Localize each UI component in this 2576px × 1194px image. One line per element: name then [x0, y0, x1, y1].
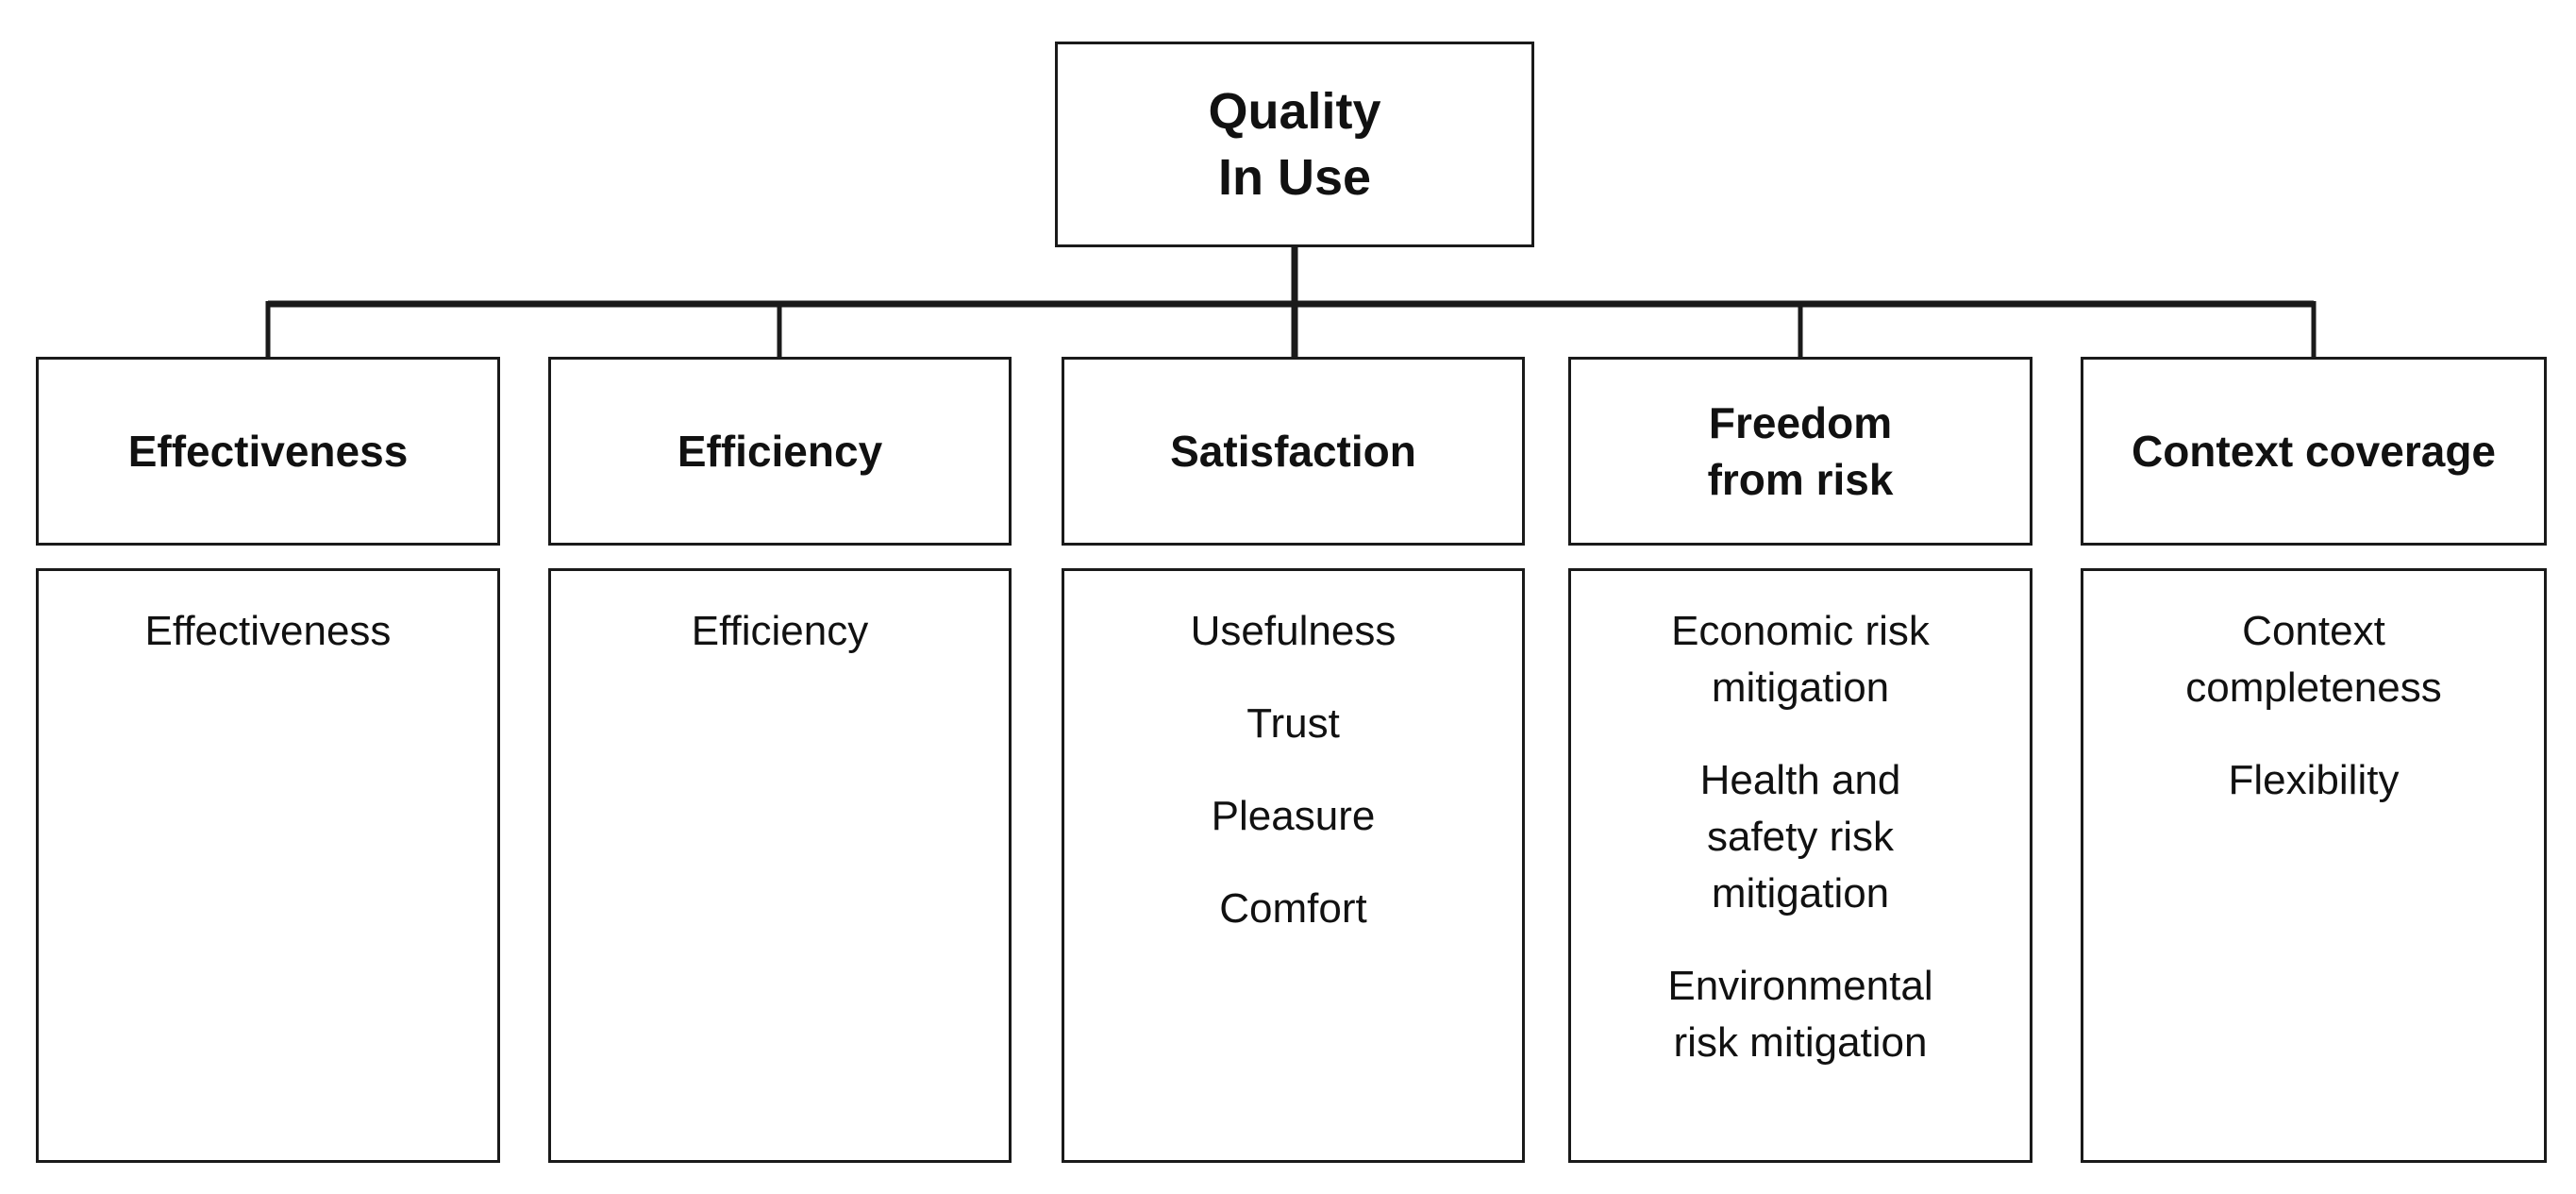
characteristic-box-satisfaction: Satisfaction	[1062, 357, 1525, 546]
characteristic-label: Satisfaction	[1170, 427, 1416, 476]
subcharacteristic-item: Effectiveness	[144, 608, 392, 654]
subcharacteristic-item: Economic risk mitigation	[1671, 608, 1930, 711]
quality-in-use-title: Quality In Use	[1208, 83, 1381, 206]
characteristic-box-freedom-from-risk: Freedom from risk	[1568, 357, 2032, 546]
characteristic-label: Context coverage	[2131, 427, 2496, 476]
characteristic-box-effectiveness: Effectiveness	[36, 357, 500, 546]
subcharacteristic-item: Environmental risk mitigation	[1667, 963, 1933, 1066]
subcharacteristic-item: Health and safety risk mitigation	[1699, 757, 1901, 917]
characteristic-label: Effectiveness	[127, 427, 409, 476]
subcharacteristics-box-freedom-from-risk: Economic risk mitigation Health and safe…	[1568, 568, 2032, 1163]
subcharacteristic-item: Comfort	[1219, 885, 1367, 932]
subcharacteristics-box-context-coverage: Context completeness Flexibility	[2081, 568, 2547, 1163]
subcharacteristics-box-efficiency: Efficiency	[548, 568, 1012, 1163]
characteristic-label: Freedom from risk	[1707, 398, 1894, 504]
subcharacteristic-item: Efficiency	[691, 608, 869, 654]
subcharacteristic-item: Usefulness	[1190, 608, 1397, 654]
subcharacteristic-item: Flexibility	[2228, 757, 2400, 803]
quality-in-use-box: Quality In Use	[1055, 42, 1534, 247]
subcharacteristic-item: Pleasure	[1211, 793, 1376, 839]
characteristic-box-efficiency: Efficiency	[548, 357, 1012, 546]
characteristic-box-context-coverage: Context coverage	[2081, 357, 2547, 546]
subcharacteristic-item: Context completeness	[2185, 608, 2442, 711]
subcharacteristics-box-effectiveness: Effectiveness	[36, 568, 500, 1163]
subcharacteristics-box-satisfaction: Usefulness Trust Pleasure Comfort	[1062, 568, 1525, 1163]
characteristic-label: Efficiency	[677, 427, 883, 476]
subcharacteristic-item: Trust	[1246, 700, 1340, 747]
